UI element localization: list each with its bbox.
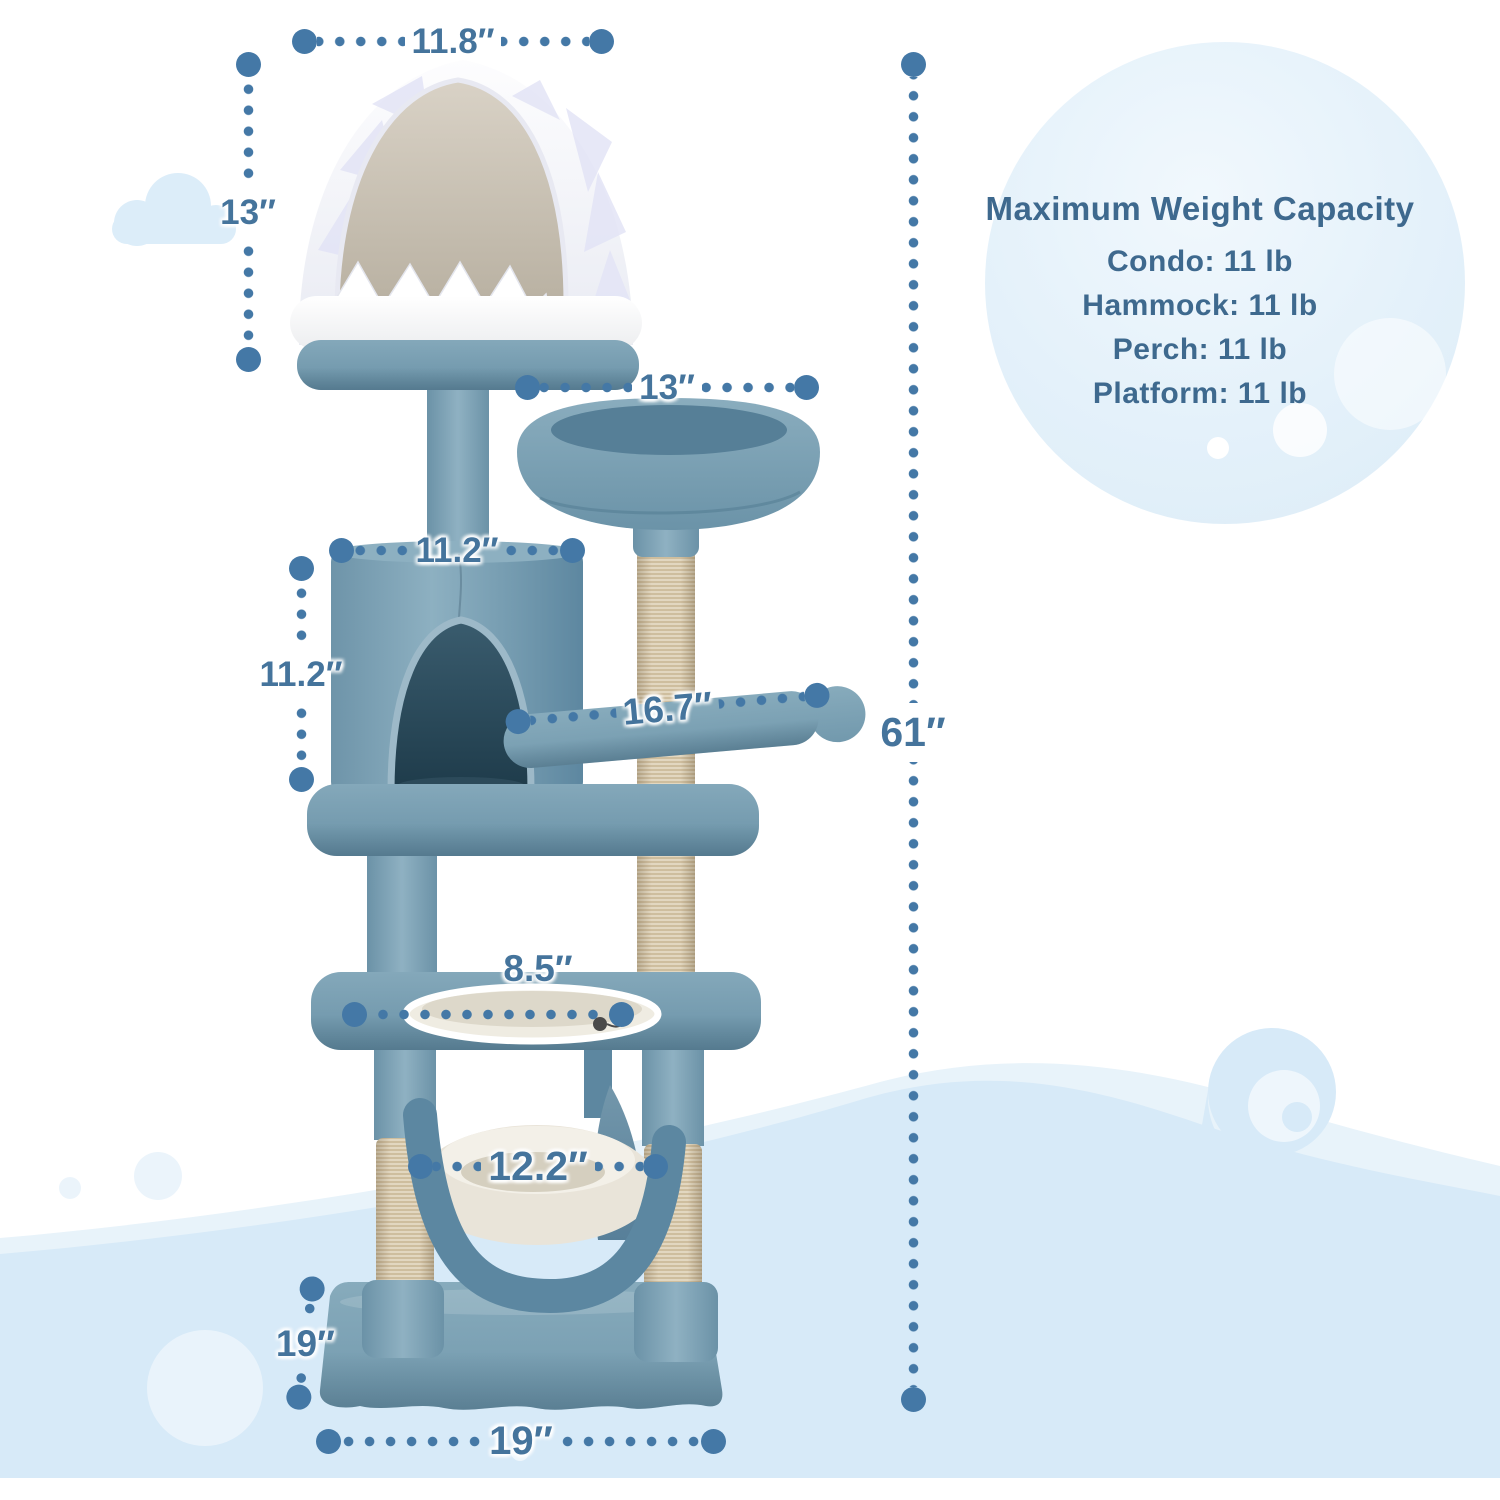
dimension-dotted-line <box>907 761 919 1387</box>
dimension-dotted-line <box>242 238 254 347</box>
dimension-label: 19″ <box>275 1322 335 1364</box>
dimension-endpoint-dot <box>235 347 261 372</box>
dimension-dotted-line <box>540 381 633 393</box>
dimension-dotted-line <box>559 1435 701 1447</box>
dimension-dotted-line <box>501 35 589 47</box>
dimension-endpoint-dot <box>316 1428 341 1454</box>
dimension-endpoint-dot <box>900 1387 926 1412</box>
dimension-dotted-line <box>354 544 409 556</box>
dimension-dotted-line <box>530 707 617 726</box>
top-platform <box>297 340 639 390</box>
dimension-dotted-line <box>242 77 254 186</box>
dimension-total-height: 61″ <box>880 52 946 1412</box>
shark-fluff-rim <box>290 296 642 350</box>
dimension-label: 13″ <box>220 192 276 232</box>
bubbles <box>59 318 1446 1461</box>
dimension-dotted-line <box>433 1160 482 1172</box>
weight-capacity-platform: Platform: 11 lb <box>1092 377 1308 410</box>
dimension-label: 11.2″ <box>415 530 499 570</box>
dimension-house-height: 13″ <box>220 52 276 372</box>
dimension-hole-width <box>342 1001 634 1027</box>
cloud-icon <box>112 173 236 246</box>
weight-capacity-title: Maximum Weight Capacity <box>985 190 1415 227</box>
dimension-dotted-line <box>295 581 307 648</box>
dimension-endpoint-dot <box>643 1153 668 1179</box>
dimension-endpoint-dot <box>288 767 314 792</box>
shark-house <box>290 60 642 350</box>
dimension-endpoint-dot <box>288 556 314 581</box>
dimension-endpoint-dot <box>900 52 926 77</box>
dimension-endpoint-dot <box>329 537 354 563</box>
upper-left-post <box>367 850 437 978</box>
dimension-endpoint-dot <box>292 28 317 54</box>
dimension-label: 11.8″ <box>411 21 495 61</box>
dimension-perch-width: 13″ <box>515 370 820 405</box>
dimension-label: 13″ <box>639 367 695 407</box>
dimension-dotted-line <box>907 77 919 703</box>
dimension-hammock-width: 12.2″ <box>408 1145 668 1186</box>
dimension-condo-width: 11.2″ <box>329 533 585 568</box>
dimension-endpoint-dot <box>609 1001 634 1027</box>
dimension-label: 61″ <box>880 708 946 755</box>
right-foot <box>634 1282 718 1362</box>
dimension-label: 19″ <box>489 1419 553 1463</box>
dimension-endpoint-dot <box>515 374 540 400</box>
dimension-endpoint-dot <box>284 1383 313 1412</box>
dimension-dotted-line <box>302 1300 316 1317</box>
dimension-endpoint-dot <box>701 1428 726 1454</box>
weight-capacity-block: Maximum Weight Capacity Condo: 11 lb Ham… <box>920 190 1480 416</box>
wave-curl-icon <box>1196 1028 1336 1186</box>
perch-bowl <box>517 398 820 530</box>
dimension-endpoint-dot <box>297 1274 326 1303</box>
dimension-dotted-line <box>317 35 405 47</box>
dimension-dotted-line <box>294 1369 308 1386</box>
condo-platform <box>307 784 759 856</box>
hammock <box>403 1098 686 1314</box>
dimension-endpoint-dot <box>803 681 831 709</box>
dimension-endpoint-dot <box>408 1153 433 1179</box>
dimension-label: 16.7″ <box>621 683 714 733</box>
dimension-dotted-line <box>295 700 307 767</box>
dimension-dotted-line <box>718 690 805 709</box>
weight-capacity-perch: Perch: 11 lb <box>1112 333 1288 366</box>
dimension-condo-height: 11.2″ <box>260 556 342 792</box>
dimension-dotted-line <box>341 1435 483 1447</box>
dimension-endpoint-dot <box>504 707 532 735</box>
condo <box>331 541 583 798</box>
dimension-endpoint-dot <box>342 1001 367 1027</box>
dimension-dotted-line <box>701 381 795 393</box>
dimension-house-width: 11.8″ <box>292 24 614 59</box>
dimension-hole-width-label: 8.5″ <box>503 948 573 989</box>
dimension-endpoint-dot <box>794 374 820 400</box>
dimension-endpoint-dot <box>235 52 261 77</box>
left-foot <box>362 1280 444 1358</box>
dimension-dotted-line <box>505 544 560 556</box>
dimension-dotted-line <box>367 1008 609 1020</box>
weight-capacity-condo: Condo: 11 lb <box>1107 245 1293 278</box>
dimension-endpoint-dot <box>560 537 585 563</box>
dimension-label: 12.2″ <box>488 1142 588 1189</box>
top-post <box>427 380 489 552</box>
dimension-dotted-line <box>594 1160 643 1172</box>
dimension-label: 11.2″ <box>259 654 343 694</box>
weight-capacity-hammock: Hammock: 11 lb <box>1082 289 1318 322</box>
dimension-endpoint-dot <box>589 28 614 54</box>
dimension-base-width: 19″ <box>316 1421 726 1461</box>
